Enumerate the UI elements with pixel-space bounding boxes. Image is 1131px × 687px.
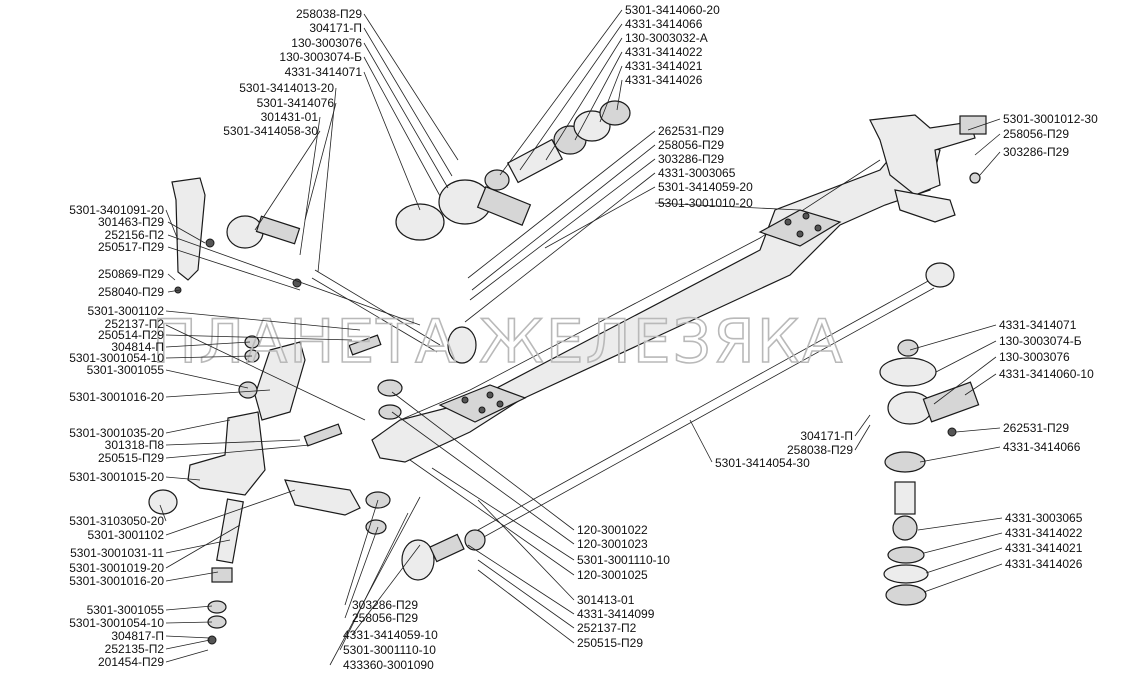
part-number-label: 4331-3414021: [1005, 541, 1083, 555]
part-number-label: 5301-3414058-30: [223, 124, 318, 138]
part-number-label: 5301-3001012-30: [1003, 112, 1098, 126]
part-number-label: 5301-3001054-10: [69, 616, 164, 630]
axle-beam-top-edge: [399, 159, 881, 421]
part-number-label: 258056-П29: [658, 138, 724, 152]
part-number-label: 5301-3001102: [87, 304, 164, 318]
part-number-label: 250514-П29: [98, 328, 164, 342]
part-number-label: 4331-3414059-10: [343, 628, 438, 642]
part-number-label: 303286-П29: [658, 152, 724, 166]
part-number-label: 4331-3414026: [625, 73, 703, 87]
part-number-label: 262531-П29: [1003, 421, 1069, 435]
part-number-label: 130-3003074-Б: [279, 50, 362, 64]
part-number-label: 5301-3001010-20: [658, 196, 753, 210]
part-number-label: 5301-3414076: [257, 96, 335, 110]
part-number-label: 4331-3414099: [577, 607, 655, 621]
part-number-label: 252156-П2: [105, 228, 165, 242]
part-number-label: 4331-3003065: [658, 166, 736, 180]
tie-rod: [477, 279, 931, 531]
part-number-label: 201454-П29: [98, 655, 164, 669]
spring-pad-right: [758, 209, 842, 247]
part-number-label: 5301-3001015-20: [69, 470, 164, 484]
part-number-label: 433360-3001090: [343, 658, 434, 672]
left-steering-knuckle: [187, 411, 266, 496]
spring-pad-left: [438, 384, 527, 423]
part-number-label: 262531-П29: [658, 124, 724, 138]
part-number-label: 5301-3001031-11: [70, 546, 164, 560]
part-number-label: 250515-П29: [98, 451, 164, 465]
part-number-label: 4331-3414071: [999, 318, 1077, 332]
right-steering-arm: [894, 189, 956, 223]
part-number-label: 120-3001025: [577, 568, 648, 582]
part-number-label: 5301-3001054-10: [69, 351, 164, 365]
part-number-label: 301463-П29: [98, 215, 164, 229]
part-number-label: 5301-3001110-10: [343, 643, 436, 657]
part-number-label: 304817-П: [111, 629, 164, 643]
part-number-label: 5301-3414059-20: [658, 180, 753, 194]
part-number-label: 120-3001023: [577, 537, 648, 551]
part-number-label: 5301-3414013-20: [239, 81, 334, 95]
part-number-label: 4331-3414066: [625, 17, 703, 31]
part-number-label: 250869-П29: [98, 267, 164, 281]
pitman-arm: [171, 177, 206, 281]
part-number-label: 258040-П29: [98, 285, 164, 299]
part-number-label: 5301-3001016-20: [69, 574, 164, 588]
drag-link: [314, 269, 441, 346]
left-lower-arm: [284, 479, 361, 516]
part-number-label: 5301-3001019-20: [69, 561, 164, 575]
right-steering-knuckle: [869, 114, 976, 196]
part-number-label: 130-3003074-Б: [999, 334, 1082, 348]
part-number-label: 304814-П: [111, 340, 164, 354]
part-number-label: 4331-3414022: [625, 45, 703, 59]
part-number-label: 4331-3414060-10: [999, 367, 1094, 381]
part-number-label: 252135-П2: [105, 642, 165, 656]
part-number-label: 252137-П2: [105, 317, 165, 331]
part-number-label: 301318-П8: [105, 438, 165, 452]
part-number-label: 258056-П29: [1003, 127, 1069, 141]
part-number-label: 303286-П29: [1003, 145, 1069, 159]
part-number-label: 250517-П29: [98, 240, 164, 254]
part-number-label: 4331-3003065: [1005, 511, 1083, 525]
part-number-label: 303286-П29: [352, 598, 418, 612]
part-number-label: 5301-3001016-20: [69, 390, 164, 404]
part-number-label: 250515-П29: [577, 636, 643, 650]
part-number-label: 4331-3414021: [625, 59, 703, 73]
part-number-label: 130-3003076: [291, 36, 362, 50]
part-number-label: 130-3003032-А: [625, 31, 708, 45]
part-number-label: 4331-3414026: [1005, 557, 1083, 571]
part-number-label: 5301-3103050-20: [69, 514, 164, 528]
part-number-label: 301413-01: [577, 593, 635, 607]
watermark-text: ПЛАНЕТА ЖЕЛЕЗЯКА: [152, 307, 844, 377]
part-number-label: 258038-П29: [787, 443, 853, 457]
part-number-label: 5301-3401091-20: [69, 203, 164, 217]
part-number-label: 5301-3001055: [87, 603, 165, 617]
part-number-label: 120-3001022: [577, 523, 648, 537]
part-number-label: 301431-01: [261, 110, 319, 124]
diagram-artwork: [148, 100, 987, 645]
part-number-label: 304171-П: [800, 429, 853, 443]
part-number-label: 5301-3001055: [87, 363, 165, 377]
callout-labels: 258038-П29 304171-П 130-3003076 130-3003…: [69, 3, 1098, 672]
part-number-label: 304171-П: [309, 21, 362, 35]
part-number-label: 5301-3001110-10: [577, 553, 670, 567]
part-number-label: 252137-П2: [577, 621, 637, 635]
part-number-label: 5301-3414054-30: [715, 456, 810, 470]
part-number-label: 4331-3414071: [285, 65, 363, 79]
part-number-label: 5301-3414060-20: [625, 3, 720, 17]
part-number-label: 5301-3001102: [87, 528, 164, 542]
part-number-label: 258056-П29: [352, 611, 418, 625]
part-number-label: 258038-П29: [296, 7, 362, 21]
leader-lines: [159, 9, 1003, 666]
part-number-label: 4331-3414022: [1005, 526, 1083, 540]
part-number-label: 4331-3414066: [1003, 440, 1081, 454]
part-number-label: 130-3003076: [999, 350, 1070, 364]
part-number-label: 5301-3001035-20: [69, 426, 164, 440]
